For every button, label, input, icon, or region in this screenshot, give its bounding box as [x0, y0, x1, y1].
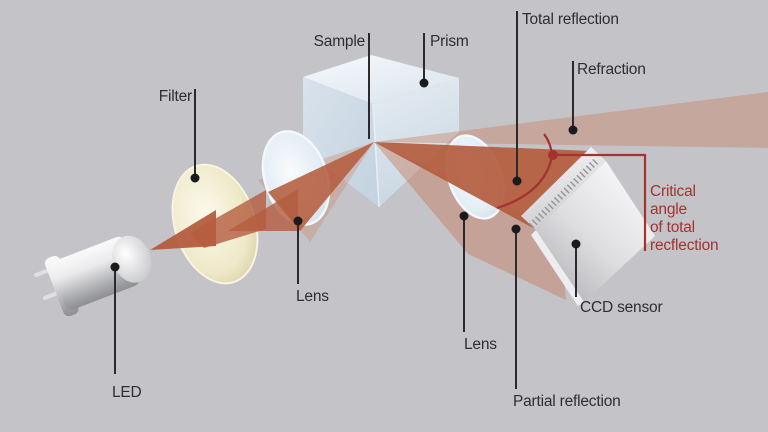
ccd-sensor [521, 147, 655, 306]
ccd-pixel-array-texture [528, 157, 600, 229]
filter-callout-dot [190, 173, 200, 183]
filter-label: Filter [159, 88, 192, 105]
sample-label: Sample [314, 33, 365, 50]
prism-left-face [303, 77, 379, 207]
partial-reflection-label: Partial reflection [513, 393, 621, 410]
prism-callout-dot [419, 78, 429, 88]
critical-angle-connector-line [558, 153, 647, 251]
ccd-front-face [536, 161, 655, 302]
led-dome [112, 235, 152, 283]
critical-angle-label-line3: of total [650, 219, 695, 236]
refraction-beam [374, 92, 768, 148]
illumination-beam [150, 142, 374, 250]
critical-angle-label-line2: angle [650, 201, 687, 218]
ccd-sensor-strip-face [521, 147, 606, 230]
critical-angle-dot [548, 150, 558, 160]
critical-angle-label-line1: Critical [650, 183, 696, 200]
ccd-callout-dot [571, 239, 581, 249]
ccd-bottom-edge [531, 230, 584, 306]
partial-reflection-callout-dot [511, 224, 521, 234]
lens-second-label: Lens [464, 336, 497, 353]
prism [303, 55, 459, 208]
critical-angle-label-line4: recflection [650, 237, 718, 254]
led-callout-dot [110, 262, 120, 272]
partial-reflection-beam [374, 142, 566, 300]
ccd-sensor-label: CCD sensor [580, 299, 662, 316]
total-reflection-label: Total reflection [522, 11, 619, 28]
critical-angle-annotation: Critical angle of total recflection [496, 133, 719, 254]
lens-first-label: Lens [296, 288, 329, 305]
prism-right-face [373, 78, 459, 207]
lens-second-callout-dot [459, 211, 469, 221]
prism-front-edge [372, 103, 380, 208]
led [34, 235, 152, 317]
total-reflection-callout-dot [512, 176, 522, 186]
refraction-label: Refraction [577, 61, 646, 78]
prism-label: Prism [430, 33, 469, 50]
callouts: LED Filter Lens Sample Prism Total refle… [110, 11, 663, 410]
lens-first-callout-dot [293, 216, 303, 226]
prism-top-face [303, 55, 459, 104]
led-label: LED [112, 384, 142, 401]
refraction-callout-dot [568, 125, 578, 135]
